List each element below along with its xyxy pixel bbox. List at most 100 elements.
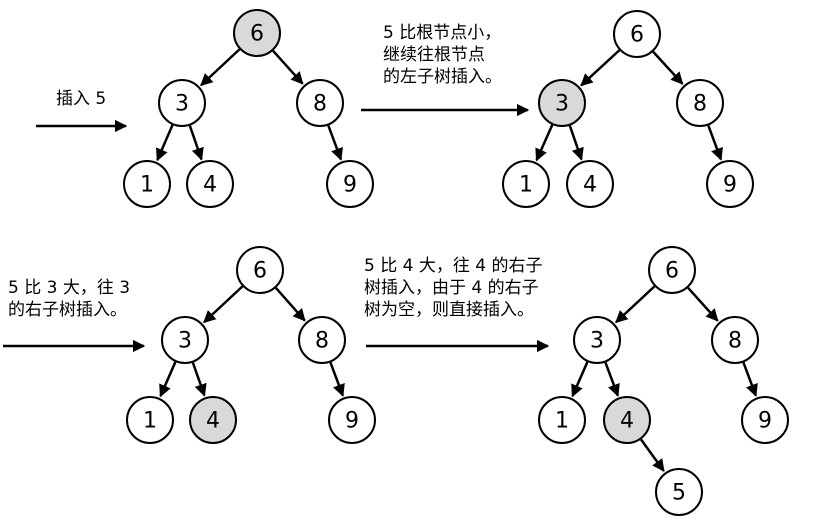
- node-circle: [186, 160, 234, 208]
- node-circle: [236, 246, 284, 294]
- current-node-circle: [189, 396, 237, 444]
- node-circle: [741, 396, 789, 444]
- node-label: 3: [590, 329, 604, 354]
- tree-edge: [156, 124, 174, 162]
- node-label: 4: [203, 173, 217, 198]
- tree-edge: [203, 285, 244, 324]
- step-caption-line: 插入 5: [56, 89, 106, 109]
- tree-edge: [652, 50, 684, 85]
- node-circle: [538, 396, 586, 444]
- tree-node: 3: [161, 316, 209, 364]
- node-circle: [573, 316, 621, 364]
- node-circle: [123, 160, 171, 208]
- tree-node: 4: [186, 160, 234, 208]
- tree-edge: [580, 49, 621, 87]
- step-caption-line: 的左子树插入。: [383, 67, 502, 87]
- node-label: 6: [253, 259, 267, 284]
- tree-4: 6 3 8 1 4 9 5: [538, 246, 789, 516]
- node-circle: [711, 316, 759, 364]
- node-circle: [566, 160, 614, 208]
- step-caption-line: 的右子树插入。: [8, 300, 127, 320]
- tree-edge: [188, 125, 204, 161]
- tree-node: 9: [328, 396, 376, 444]
- node-label: 3: [555, 92, 569, 117]
- tree-edge: [272, 50, 304, 85]
- tree-edge: [327, 125, 343, 161]
- node-label: 8: [728, 329, 742, 354]
- node-label: 8: [693, 92, 707, 117]
- step-caption-line: 树为空，则直接插入。: [364, 300, 534, 320]
- tree-edge: [568, 125, 584, 161]
- node-circle: [676, 79, 724, 127]
- node-circle: [158, 79, 206, 127]
- tree-edge: [640, 438, 665, 472]
- tree-node: 4: [603, 396, 651, 444]
- tree-edge: [742, 362, 758, 397]
- tree-edge: [604, 362, 620, 397]
- tree-edge: [571, 361, 589, 398]
- tree-1: 6 3 8 1 4 9: [123, 9, 374, 208]
- current-node-circle: [538, 79, 586, 127]
- node-label: 6: [630, 23, 644, 48]
- tree-node: 8: [676, 79, 724, 127]
- tree-node: 8: [296, 79, 344, 127]
- node-label: 1: [555, 409, 569, 434]
- step-caption-3: 5 比 4 大，往 4 的右子树插入，由于 4 的右子树为空，则直接插入。: [364, 256, 542, 320]
- node-label: 1: [143, 409, 157, 434]
- tree-node: 3: [573, 316, 621, 364]
- node-circle: [502, 160, 550, 208]
- step-caption-line: 5 比根节点小，: [383, 23, 501, 43]
- node-circle: [655, 468, 703, 516]
- node-label: 4: [583, 173, 597, 198]
- tree-edge: [687, 287, 719, 322]
- node-label: 6: [250, 22, 264, 47]
- node-circle: [706, 160, 754, 208]
- node-circle: [326, 160, 374, 208]
- tree-edge: [191, 362, 207, 397]
- tree-node: 4: [566, 160, 614, 208]
- node-label: 1: [140, 173, 154, 198]
- node-label: 8: [315, 329, 329, 354]
- tree-node: 3: [538, 79, 586, 127]
- tree-edge: [159, 361, 177, 398]
- node-circle: [613, 10, 661, 58]
- tree-node: 6: [613, 10, 661, 58]
- node-label: 5: [672, 481, 686, 506]
- step-caption-line: 5 比 3 大，往 3: [8, 278, 130, 298]
- tree-node: 6: [236, 246, 284, 294]
- node-circle: [648, 246, 696, 294]
- node-circle: [126, 396, 174, 444]
- node-label: 9: [758, 409, 772, 434]
- node-label: 6: [665, 259, 679, 284]
- step-caption-0: 插入 5: [56, 89, 106, 109]
- node-label: 4: [620, 409, 634, 434]
- tree-edge: [274, 287, 306, 322]
- tree-node: 1: [123, 160, 171, 208]
- step-caption-1: 5 比根节点小，继续往根节点的左子树插入。: [383, 23, 502, 87]
- node-circle: [298, 316, 346, 364]
- node-label: 9: [343, 173, 357, 198]
- step-caption-line: 继续往根节点: [383, 45, 485, 65]
- tree-node: 1: [126, 396, 174, 444]
- node-label: 3: [175, 92, 189, 117]
- tree-node: 6: [648, 246, 696, 294]
- node-label: 1: [519, 173, 533, 198]
- tree-node: 5: [655, 468, 703, 516]
- node-circle: [296, 79, 344, 127]
- current-node-circle: [233, 9, 281, 57]
- flow-arrows: [3, 103, 550, 353]
- tree-edge: [707, 125, 723, 161]
- tree-node: 6: [233, 9, 281, 57]
- node-label: 3: [178, 329, 192, 354]
- tree-edge: [535, 124, 554, 162]
- tree-node: 8: [711, 316, 759, 364]
- tree-node: 1: [538, 396, 586, 444]
- node-label: 9: [723, 173, 737, 198]
- tree-edge: [615, 285, 656, 324]
- tree-node: 9: [706, 160, 754, 208]
- tree-2: 6 3 8 1 4 9: [502, 10, 754, 208]
